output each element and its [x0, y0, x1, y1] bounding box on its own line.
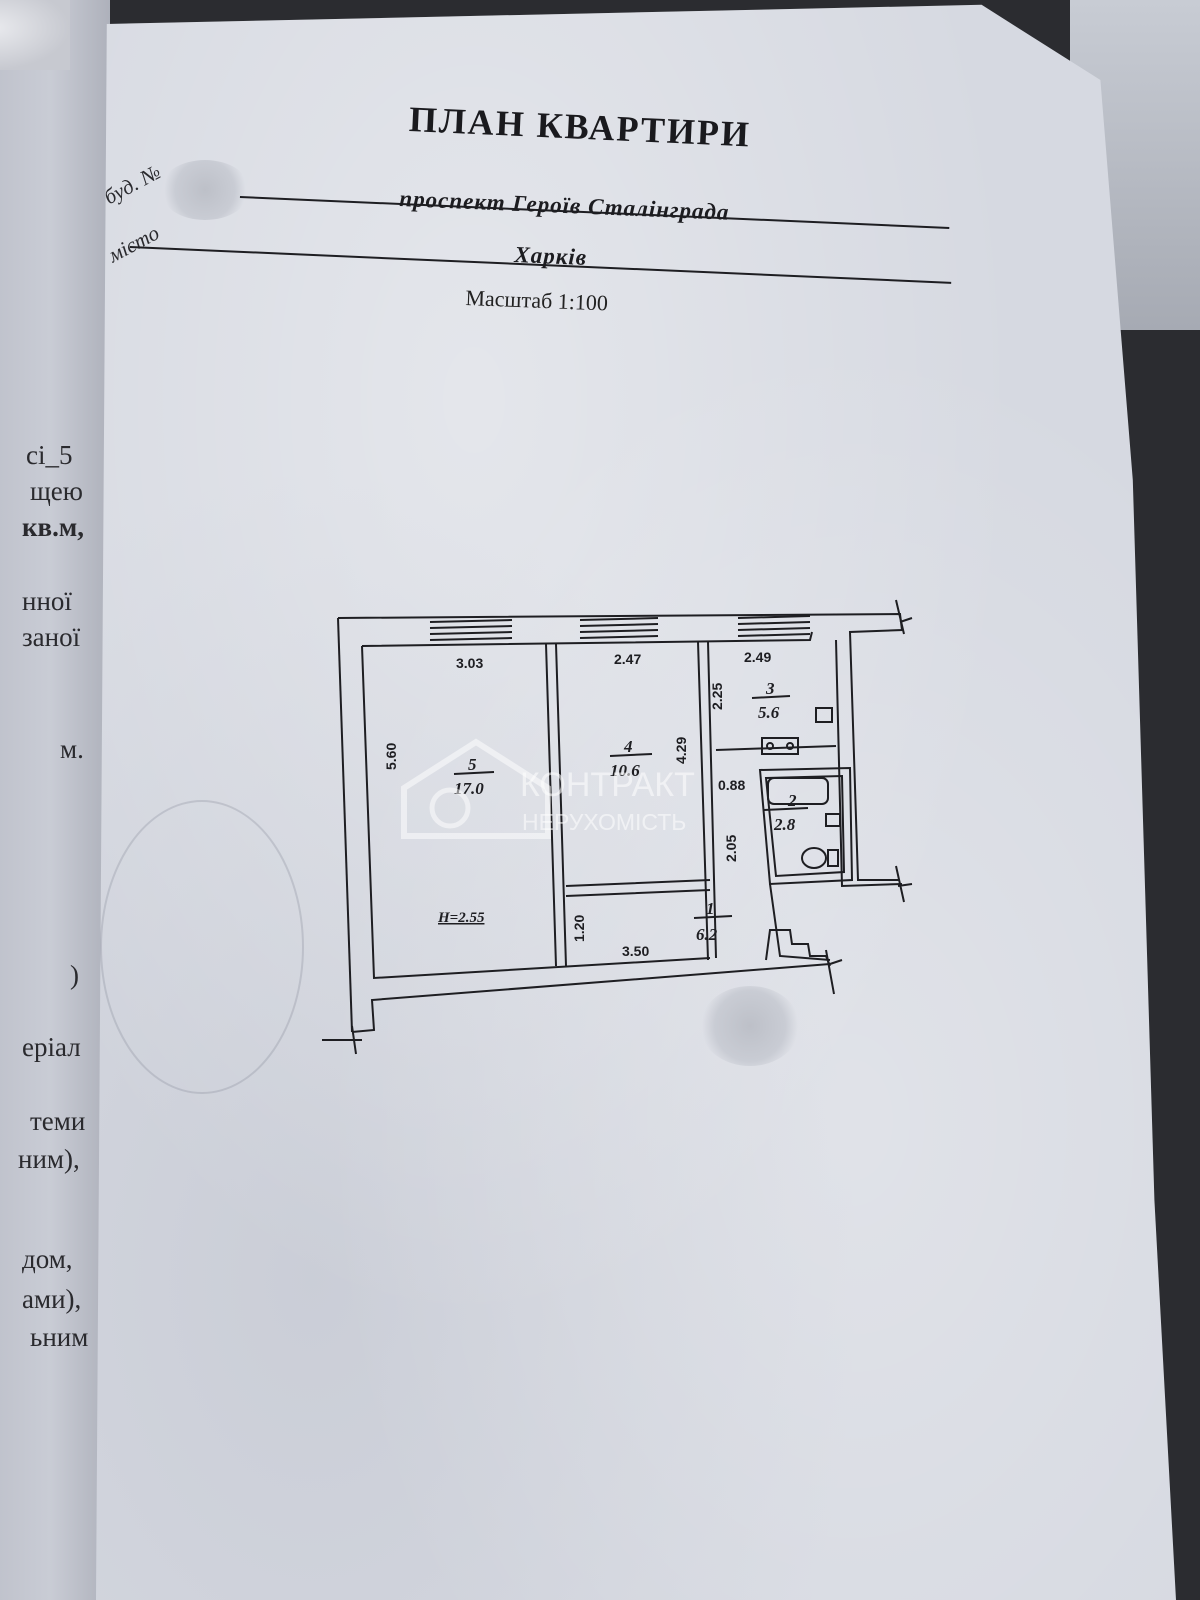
outer-wall-top: [337, 612, 904, 881]
hall-walls: [769, 883, 831, 961]
ceiling-height: H=2.55: [437, 910, 485, 926]
room-2-number: 2: [787, 791, 797, 810]
bathtub-icon: [767, 777, 829, 805]
dim-room4-height: 4.29: [673, 737, 689, 764]
bathroom-walls: [758, 766, 854, 886]
window-room3: [737, 615, 811, 637]
seal-stamp: [100, 800, 304, 1094]
toilet-icon: [801, 847, 827, 869]
inner-wall-right: [835, 639, 903, 888]
room-3-area: 5.6: [758, 703, 780, 722]
outer-wall-bottom: [351, 963, 831, 1033]
room-5-number: 5: [468, 755, 477, 774]
left-page-text: дом,: [22, 1244, 73, 1274]
dim-hall-height: 2.05: [723, 835, 739, 862]
room-3-number: 3: [765, 679, 775, 698]
watermark-circle-icon: [429, 787, 471, 829]
plan-room-labels: 5 17.0 4 10.6 3 5.6 2 2.8 1 6.2: [454, 679, 797, 944]
dim-corridor-width: 3.50: [622, 943, 649, 959]
left-page-text: сі_5: [26, 440, 73, 470]
room-1-number: 1: [706, 899, 715, 918]
room-2-area: 2.8: [773, 815, 796, 834]
dim-room3-height: 2.25: [709, 683, 725, 710]
break-mark: [322, 1025, 362, 1055]
watermark-house-icon: [401, 738, 551, 839]
document-sheet: [96, 4, 1176, 1600]
dim-bath-width: 0.88: [718, 777, 745, 793]
left-page-text: нної: [22, 586, 72, 616]
room-fraction-line: [453, 695, 809, 919]
watermark-line2: НЕРУХОМІСТЬ: [522, 809, 686, 835]
window-room4: [579, 617, 659, 639]
break-mark: [895, 599, 913, 635]
break-mark: [895, 865, 913, 903]
dim-room5-width: 3.03: [456, 655, 483, 671]
stove-burner-icon: [786, 742, 794, 750]
cloth: [0, 0, 70, 70]
watermark-line1: КОНТРАКТ: [520, 766, 695, 804]
outer-wall-left: [337, 617, 353, 1033]
room-1-area: 6.2: [696, 925, 718, 944]
stove-burner-icon: [766, 742, 774, 750]
partition-4-corridor: [565, 879, 711, 897]
plan-walls: [322, 599, 913, 1055]
dim-room4-width: 2.47: [614, 651, 641, 667]
dim-room3-width: 2.49: [744, 649, 771, 665]
toilet-tank-icon: [827, 849, 839, 867]
stairs: [765, 929, 831, 967]
plan-dimensions: 3.03 2.47 2.49 5.60 4.29 2.25 0.88 2.05 …: [383, 649, 771, 959]
left-page: сі_5 щею кв.м, нної заної м. ) еріал тем…: [0, 0, 110, 1600]
room-5-area: 17.0: [454, 779, 484, 798]
dim-room5-height: 5.60: [383, 743, 399, 770]
room-4-number: 4: [623, 737, 633, 756]
partition-4-kitchen: [697, 641, 717, 961]
stove-icon: [761, 737, 799, 755]
bath-sink-icon: [825, 813, 841, 827]
kitchen-sink-icon: [815, 707, 833, 723]
redacted-spot: [700, 986, 800, 1066]
partition-kitchen-hall: [715, 745, 837, 751]
room-4-area: 10.6: [610, 761, 640, 780]
break-mark: [825, 949, 843, 995]
inner-wall-top: [361, 631, 813, 647]
window-room5: [429, 619, 513, 641]
redacted-house-number: [160, 160, 250, 220]
inner-wall-left: [361, 645, 711, 980]
dim-corridor-height: 1.20: [571, 915, 587, 942]
watermark: КОНТРАКТ НЕРУХОМІСТЬ: [401, 738, 695, 839]
